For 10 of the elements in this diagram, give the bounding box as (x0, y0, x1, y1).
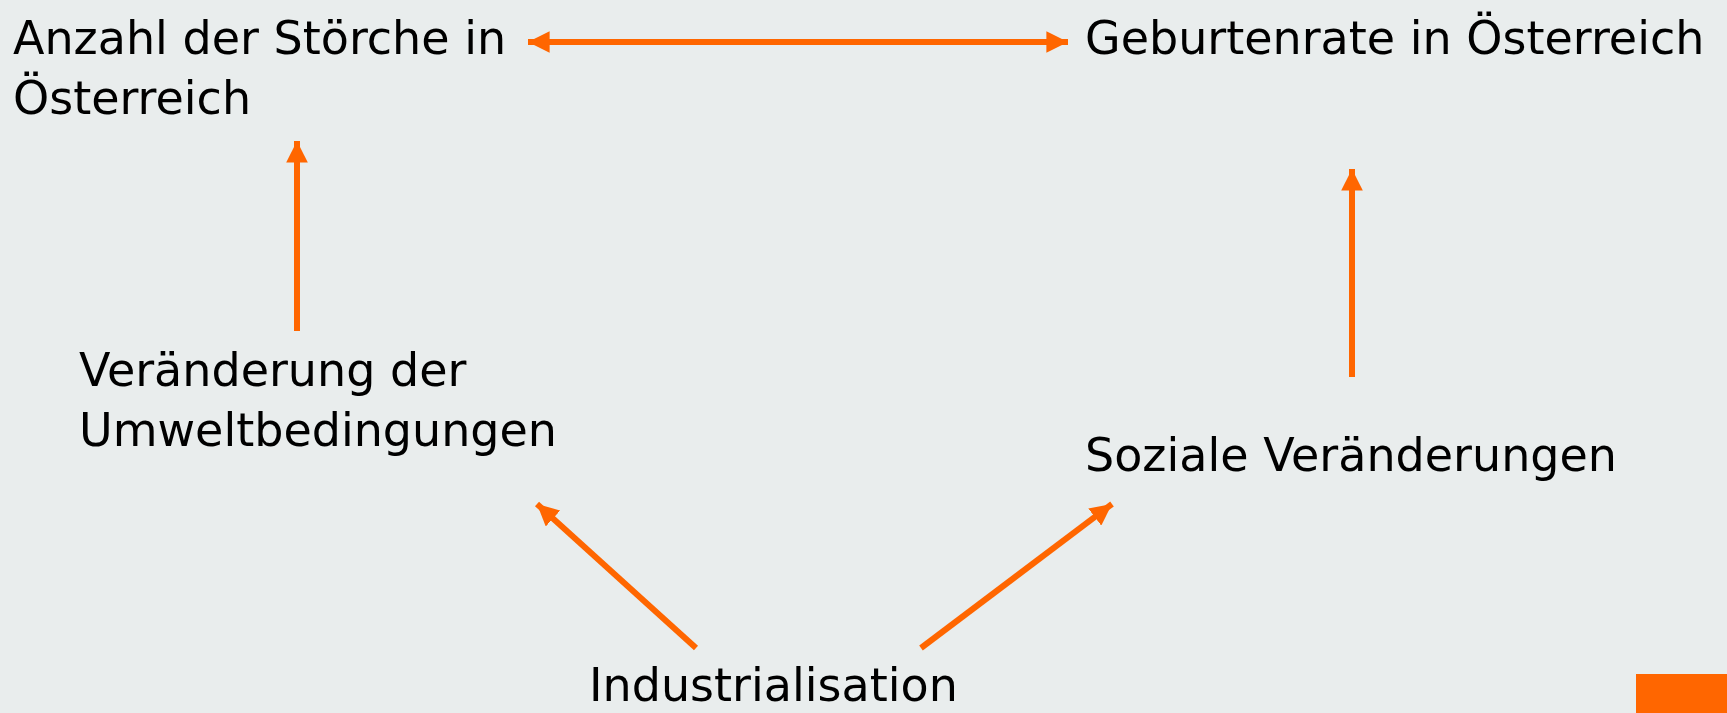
arrow (919, 501, 1114, 651)
arrow (528, 31, 1068, 53)
node-text: Soziale Veränderungen (1085, 425, 1685, 485)
node-text: Geburtenrate in Österreich (1085, 8, 1725, 68)
node-text: Veränderung der Umweltbedingungen (79, 340, 639, 460)
node-text: Industrialisation (589, 655, 1089, 713)
arrow (286, 141, 308, 331)
arrow (535, 501, 698, 651)
node-text: Anzahl der Störche in Österreich (13, 8, 553, 128)
arrow (1341, 169, 1363, 377)
